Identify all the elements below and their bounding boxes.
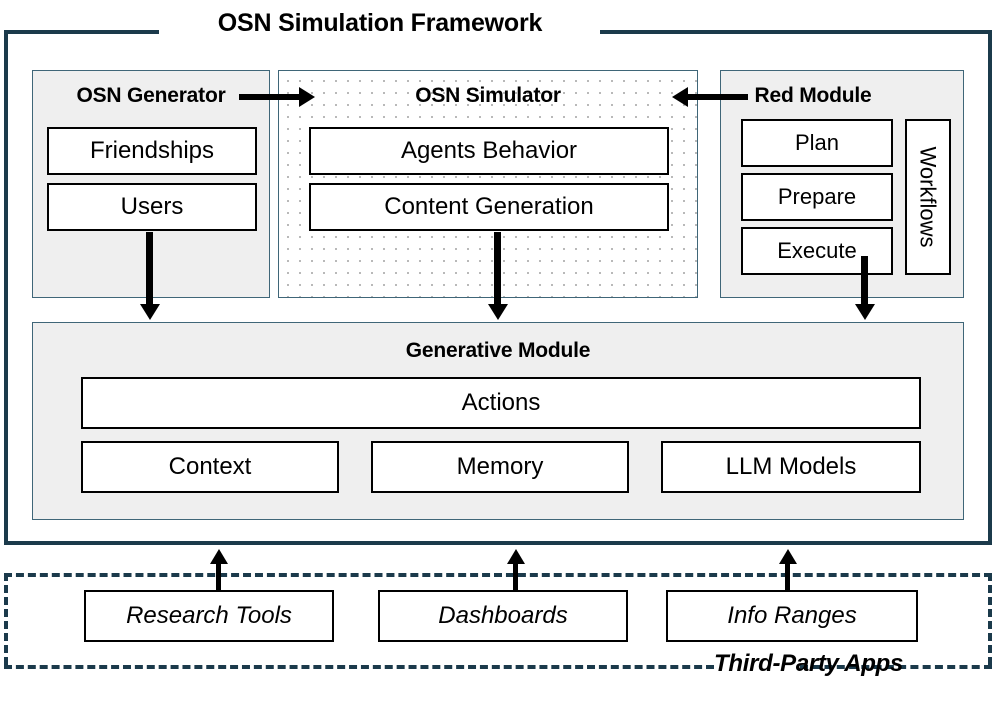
arrow-head-right-icon xyxy=(299,87,315,107)
panel-title-osn-generator: OSN Generator xyxy=(76,84,226,107)
arrow-shaft xyxy=(513,560,518,592)
panel-osn-simulator: OSN Simulator Agents Behavior Content Ge… xyxy=(278,70,698,298)
box-content-generation[interactable]: Content Generation xyxy=(309,183,669,231)
arrow-shaft xyxy=(861,256,868,310)
box-research-tools[interactable]: Research Tools xyxy=(84,590,334,642)
arrow-head-up-icon xyxy=(507,549,525,564)
framework-border-top-right xyxy=(600,30,992,34)
box-users[interactable]: Users xyxy=(47,183,257,231)
third-party-apps-label: Third-Party Apps xyxy=(714,650,903,678)
arrow-head-up-icon xyxy=(210,549,228,564)
box-actions[interactable]: Actions xyxy=(81,377,921,429)
framework-border-right xyxy=(988,30,992,545)
arrow-shaft xyxy=(678,94,748,100)
arrow-shaft xyxy=(785,560,790,592)
box-workflows-label: Workflows xyxy=(916,146,941,248)
box-prepare[interactable]: Prepare xyxy=(741,173,893,221)
box-context[interactable]: Context xyxy=(81,441,339,493)
panel-title-osn-simulator: OSN Simulator xyxy=(415,84,561,107)
box-llm-models[interactable]: LLM Models xyxy=(661,441,921,493)
framework-title: OSN Simulation Framework xyxy=(217,9,543,37)
box-plan[interactable]: Plan xyxy=(741,119,893,167)
arrow-head-down-icon xyxy=(855,304,875,320)
third-party-border-right xyxy=(988,573,992,665)
arrow-shaft xyxy=(494,232,501,310)
arrow-shaft xyxy=(216,560,221,592)
box-agents-behavior[interactable]: Agents Behavior xyxy=(309,127,669,175)
third-party-border-left xyxy=(4,573,8,665)
arrow-head-down-icon xyxy=(140,304,160,320)
arrow-shaft xyxy=(146,232,153,310)
framework-border-left xyxy=(4,30,8,545)
third-party-border-top xyxy=(4,573,992,577)
third-party-border-bottom-left xyxy=(4,665,714,669)
panel-generative-module: Generative Module Actions Context Memory… xyxy=(32,322,964,520)
third-party-border-bottom-right xyxy=(800,665,992,669)
framework-border-bottom xyxy=(4,541,992,545)
box-execute[interactable]: Execute xyxy=(741,227,893,275)
arrow-head-left-icon xyxy=(672,87,688,107)
box-workflows[interactable]: Workflows xyxy=(905,119,951,275)
arrow-head-up-icon xyxy=(779,549,797,564)
arrow-head-down-icon xyxy=(488,304,508,320)
panel-red-module: Red Module Plan Prepare Execute Workflow… xyxy=(720,70,964,298)
arrow-shaft xyxy=(239,94,303,100)
panel-title-generative-module: Generative Module xyxy=(405,339,591,362)
box-info-ranges[interactable]: Info Ranges xyxy=(666,590,918,642)
framework-border-top-left xyxy=(4,30,159,34)
box-dashboards[interactable]: Dashboards xyxy=(378,590,628,642)
panel-title-red-module: Red Module xyxy=(754,84,872,107)
box-friendships[interactable]: Friendships xyxy=(47,127,257,175)
panel-osn-generator: OSN Generator Friendships Users xyxy=(32,70,270,298)
box-memory[interactable]: Memory xyxy=(371,441,629,493)
